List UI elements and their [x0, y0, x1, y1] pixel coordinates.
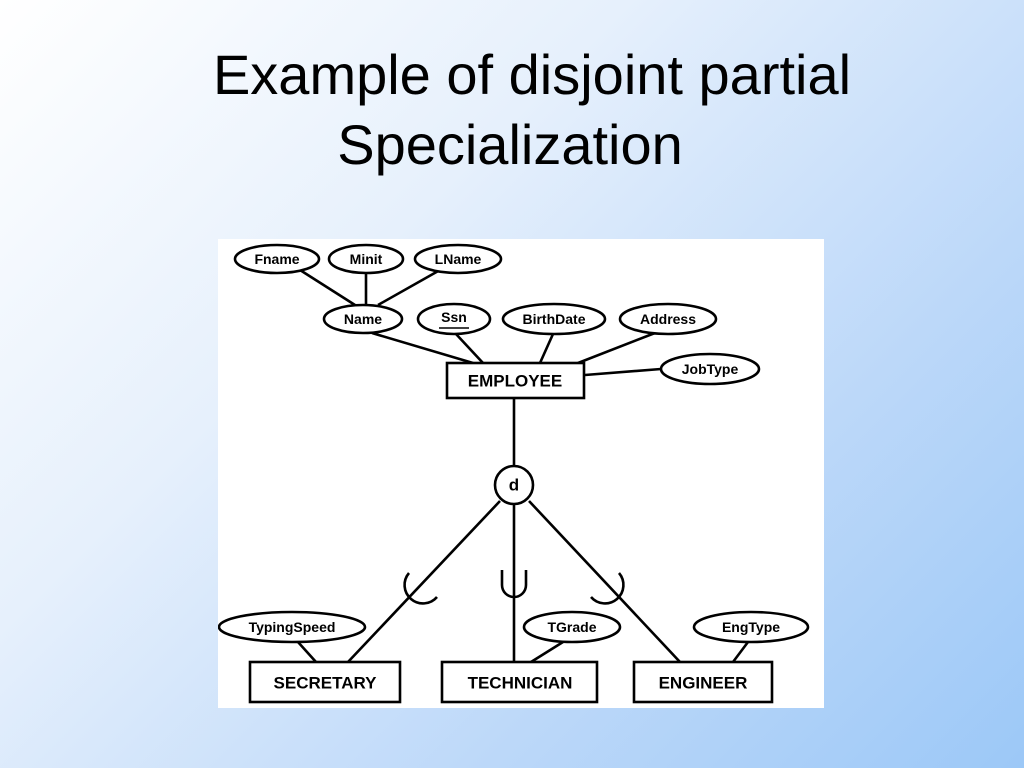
attribute-tgrade-label: TGrade: [547, 619, 596, 635]
attribute-birthdate: BirthDate: [501, 302, 607, 336]
connectors: [297, 268, 750, 664]
line-lname-name: [377, 268, 441, 307]
attribute-jobtype-label: JobType: [682, 361, 739, 377]
specialization-constraint-label: d: [509, 476, 519, 495]
line-name-employee: [371, 331, 474, 365]
subset-symbol-technician: [500, 570, 528, 599]
attribute-ssn: Ssn: [416, 302, 492, 336]
attribute-jobtype: JobType: [659, 352, 761, 386]
entity-engineer: ENGINEER: [632, 660, 774, 704]
er-diagram: Fname Minit LName Name Ssn BirthDate Add…: [218, 239, 824, 708]
subset-symbol-engineer: [590, 572, 625, 605]
attribute-address-label: Address: [640, 311, 696, 327]
line-tgrade-technician: [530, 640, 564, 664]
line-birthdate-employee: [538, 333, 555, 364]
attribute-name: Name: [322, 303, 404, 335]
entity-employee-label: EMPLOYEE: [468, 372, 562, 391]
slide-title: Example of disjoint partial Specializati…: [0, 40, 1024, 180]
entity-secretary-label: SECRETARY: [274, 674, 378, 693]
attribute-typingspeed: TypingSpeed: [218, 610, 367, 644]
subset-symbol-secretary: [403, 572, 438, 605]
attribute-minit: Minit: [327, 243, 405, 275]
entity-engineer-label: ENGINEER: [659, 674, 748, 693]
title-line-2: Specialization: [337, 113, 683, 176]
attribute-engtype: EngType: [692, 610, 810, 644]
er-diagram-svg: Fname Minit LName Name Ssn BirthDate Add…: [218, 243, 810, 704]
entity-technician: TECHNICIAN: [440, 660, 599, 704]
attribute-engtype-label: EngType: [722, 619, 780, 635]
attribute-fname-label: Fname: [254, 251, 299, 267]
attribute-minit-label: Minit: [350, 251, 383, 267]
attribute-address: Address: [618, 302, 718, 336]
attribute-lname-label: LName: [435, 251, 482, 267]
line-address-employee: [577, 331, 656, 365]
line-d-secretary: [347, 500, 501, 663]
line-d-engineer: [528, 500, 681, 663]
subset-symbols: [403, 570, 625, 605]
line-fname-name: [299, 268, 356, 307]
attribute-name-label: Name: [344, 311, 382, 327]
attribute-ssn-label: Ssn: [441, 309, 467, 325]
attribute-birthdate-label: BirthDate: [522, 311, 585, 327]
attribute-tgrade: TGrade: [522, 610, 622, 644]
entity-technician-label: TECHNICIAN: [468, 674, 573, 693]
attribute-fname: Fname: [233, 243, 321, 275]
attribute-typingspeed-label: TypingSpeed: [249, 619, 336, 635]
line-engtype-engineer: [731, 641, 750, 663]
specialization-circle: d: [493, 464, 535, 506]
line-ssn-employee: [455, 333, 484, 364]
entity-employee: EMPLOYEE: [445, 361, 586, 400]
line-jobtype-employee: [584, 367, 662, 377]
attribute-lname: LName: [413, 243, 503, 275]
title-line-1: Example of disjoint partial: [212, 43, 852, 106]
entity-secretary: SECRETARY: [248, 660, 402, 704]
line-typingspeed-secretary: [297, 641, 317, 663]
